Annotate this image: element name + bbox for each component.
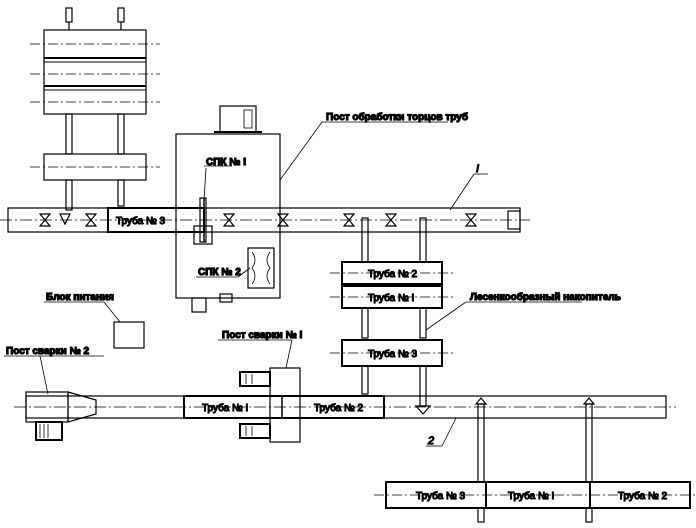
pipe-top-3: Труба № 3 xyxy=(116,215,165,227)
pipe-bottom-3: Труба № 3 xyxy=(416,490,465,502)
pipe-stack-2: Труба № 2 xyxy=(368,268,417,280)
end-processing-station xyxy=(175,105,281,313)
line-1-label: I xyxy=(476,163,479,175)
line-2-label: 2 xyxy=(427,435,434,447)
spk2-label: СПК № 2 xyxy=(198,267,241,278)
pipe-weld-2: Труба № 2 xyxy=(314,402,363,414)
pipe-weld-1: Труба № I xyxy=(202,402,248,414)
bottom-pipeline xyxy=(14,367,676,483)
pipe-bottom-1: Труба № I xyxy=(508,490,554,502)
spk1-label: СПК № I xyxy=(206,157,246,168)
storage-label: Лесенкообразный накопитель xyxy=(470,291,621,303)
end-processing-post-label: Пост обработки торцов труб xyxy=(326,111,468,123)
ladder-storage xyxy=(330,217,456,415)
bottom-pipe-row xyxy=(374,481,696,523)
power-unit-box xyxy=(113,321,145,349)
pipe-stack-1: Труба № I xyxy=(368,292,414,304)
upper-stack-block xyxy=(30,7,160,211)
power-unit-label: Блок питания xyxy=(46,292,114,303)
top-pipeline xyxy=(0,197,530,243)
pipe-stack-3: Труба № 3 xyxy=(368,348,417,360)
pipe-bottom-2: Труба № 2 xyxy=(618,490,667,502)
weld-post-2-label: Пост сварки № 2 xyxy=(6,346,90,357)
weld-post-1-label: Пост сварки № I xyxy=(222,330,303,341)
